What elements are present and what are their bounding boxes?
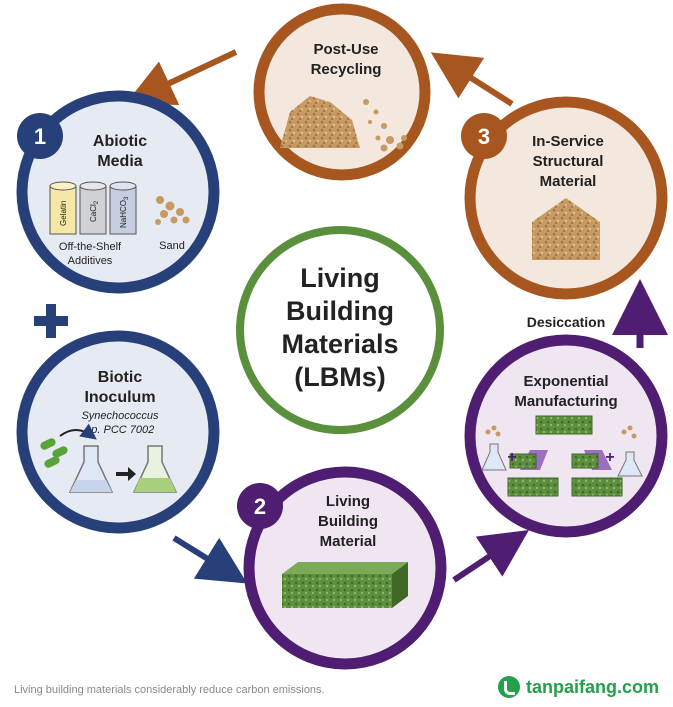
cacl2-label: CaCl — [89, 204, 98, 222]
abiotic-title-line1: Abiotic — [93, 133, 147, 150]
gelatin-label: Gelatin — [59, 201, 68, 226]
grandchild-block-1-icon — [507, 477, 559, 497]
arrow-lbm-to-manufacturing — [452, 530, 529, 583]
nahco3-subscript: 3 — [124, 196, 130, 200]
center-title-line3: Materials — [281, 329, 398, 359]
in-service-structural-circle: 3 In-Service Structural Material — [461, 96, 668, 300]
left-plus-icon: + — [507, 449, 516, 466]
arrow-inoculum-to-lbm — [172, 535, 248, 584]
child-block-2-icon — [571, 453, 599, 469]
green-brick-icon — [282, 562, 408, 608]
additives-label-line1: Off-the-Shelf — [59, 241, 122, 253]
exponential-manufacturing-circle: Exponential Manufacturing + + — [464, 334, 668, 538]
step-3-number: 3 — [478, 124, 490, 149]
green-culture-flask-icon — [132, 445, 178, 493]
abiotic-media-circle: 1 Abiotic Media Gelatin CaCl2 NaHCO3 Off… — [16, 90, 220, 294]
biotic-title-line2: Inoculum — [84, 389, 155, 406]
center-title-line4: (LBMs) — [294, 362, 385, 392]
cacl2-subscript: 2 — [94, 200, 100, 204]
caption-text: Living building materials considerably r… — [14, 684, 325, 696]
manufacturing-title-line2: Manufacturing — [514, 393, 617, 410]
recycling-title-line2: Recycling — [311, 61, 382, 78]
tanpaifang-logo-icon — [497, 676, 520, 698]
step-2-badge — [237, 483, 283, 529]
arrow-inservice-to-recycling — [430, 52, 514, 107]
in-service-title-line2: Structural — [533, 153, 604, 170]
svg-text:NaHCO3: NaHCO3 — [119, 196, 130, 228]
nahco3-cylinder-icon: NaHCO3 — [109, 181, 137, 235]
empty-flask-icon — [68, 445, 114, 493]
in-service-title-line1: In-Service — [532, 133, 604, 150]
sand-grains-icon — [155, 196, 190, 225]
flask-transfer-arrow-icon — [116, 467, 136, 481]
lbm-title-line1: Living — [326, 493, 370, 510]
plus-icon — [34, 304, 68, 338]
brand-watermark[interactable]: tanpaifang.com — [497, 676, 659, 698]
right-plus-icon: + — [605, 449, 614, 466]
center-title-line1: Living — [300, 263, 380, 293]
species-name-line1: Synechococcus — [81, 410, 159, 422]
sand-pile-icon — [280, 96, 360, 148]
svg-text:CaCl2: CaCl2 — [89, 200, 100, 222]
additives-label-line2: Additives — [68, 255, 113, 267]
center-lbm-circle: Living Building Materials (LBMs) — [236, 226, 444, 434]
recycling-title-line1: Post-Use — [313, 41, 378, 58]
right-input-flask-icon — [617, 425, 643, 477]
step-3-badge — [461, 113, 507, 159]
biotic-title-line1: Biotic — [98, 369, 143, 386]
parent-block-icon — [535, 415, 593, 435]
biotic-inoculum-circle: Biotic Inoculum Synechococcus sp. PCC 70… — [16, 330, 220, 534]
lbm-title-line2: Building — [318, 513, 378, 530]
left-input-flask-icon — [481, 425, 507, 471]
abiotic-title-line2: Media — [97, 153, 142, 170]
desiccation-label: Desiccation — [527, 314, 606, 330]
sand-house-icon — [532, 198, 600, 260]
arrow-recycling-to-abiotic — [125, 49, 238, 106]
sand-particles-icon — [363, 99, 407, 152]
gelatin-cylinder-icon: Gelatin — [49, 181, 77, 235]
cycle-arrows — [125, 49, 668, 584]
grandchild-block-2-icon — [571, 477, 623, 497]
center-title-line2: Building — [286, 296, 394, 326]
cacl2-cylinder-icon: CaCl2 — [79, 181, 107, 235]
cyanobacteria-icon — [40, 438, 68, 468]
child-block-1-icon — [509, 453, 537, 469]
brand-text: tanpaifang.com — [525, 676, 659, 697]
lbm-title-line3: Material — [320, 533, 377, 550]
living-building-material-circle: 2 Living Building Material — [237, 466, 447, 670]
in-service-title-line3: Material — [540, 173, 597, 190]
manufacturing-title-line1: Exponential — [523, 373, 608, 390]
species-name-line2: sp. PCC 7002 — [86, 424, 154, 436]
curved-arrow-icon — [59, 423, 97, 440]
nahco3-label: NaHCO — [119, 200, 128, 228]
step-1-badge — [17, 113, 63, 159]
recycling-circle: Post-Use Recycling — [253, 3, 431, 181]
sand-label: Sand — [159, 240, 185, 252]
step-1-number: 1 — [34, 124, 46, 149]
step-2-number: 2 — [254, 494, 266, 519]
